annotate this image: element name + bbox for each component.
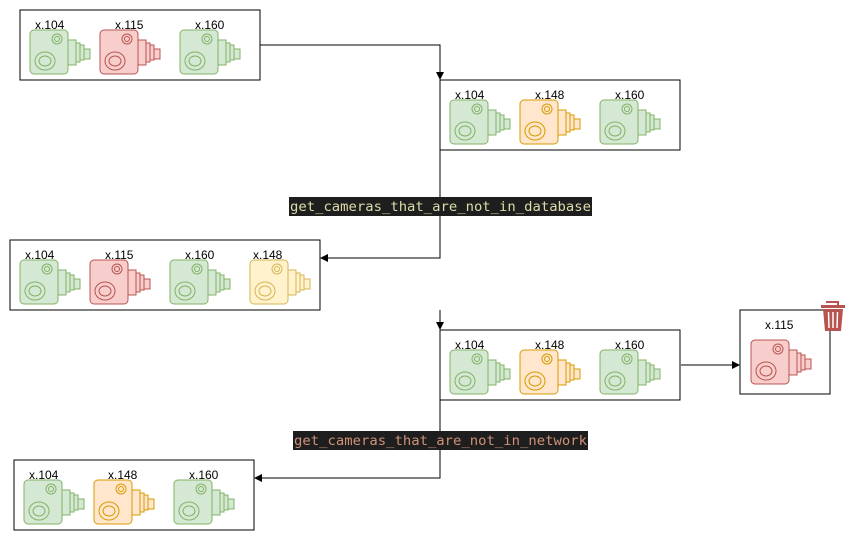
group-fourth: x.104 x.148 x.160 (439, 329, 681, 401)
group-merged: x.104 x.115 x.160 x.148 (9, 239, 321, 311)
camera-icon (93, 479, 155, 525)
camera-item: x.160 (179, 18, 241, 75)
camera-item: x.148 (93, 468, 155, 525)
function-name-network: get_cameras_that_are_not_in_network (294, 434, 587, 449)
connector-second-to-merged (320, 150, 441, 262)
group-top: x.104 x.115 x.160 (19, 9, 261, 81)
function-label-database: get_cameras_that_are_not_in_database (289, 197, 592, 216)
camera-item: x.148 (249, 248, 311, 305)
camera-icon (169, 259, 231, 305)
camera-label: x.148 (253, 248, 283, 262)
camera-label: x.104 (25, 248, 55, 262)
function-label-network: get_cameras_that_are_not_in_network (293, 431, 588, 450)
camera-label: x.148 (535, 88, 565, 102)
camera-item: x.115 (89, 248, 151, 305)
camera-label: x.104 (455, 88, 485, 102)
camera-item: x.104 (19, 248, 81, 305)
camera-item: x.115 (750, 318, 812, 385)
camera-list: x.104 x.148 x.160 (449, 338, 661, 395)
camera-icon (449, 349, 511, 395)
group-final: x.104 x.148 x.160 (13, 459, 255, 531)
connector-top-to-second (260, 44, 444, 80)
camera-icon (519, 349, 581, 395)
camera-label: x.148 (535, 338, 565, 352)
group-removed: x.115 (739, 309, 831, 395)
code-label-bg (293, 431, 588, 450)
camera-item: x.148 (519, 88, 581, 145)
camera-icon (599, 349, 661, 395)
camera-icon (449, 99, 511, 145)
camera-icon (19, 259, 81, 305)
camera-item: x.104 (449, 338, 511, 395)
camera-icon (249, 259, 311, 305)
camera-label: x.160 (195, 18, 225, 32)
camera-list: x.104 x.148 x.160 (449, 88, 661, 145)
connector-fourth-to-final (254, 400, 441, 482)
camera-list: x.104 x.148 x.160 (23, 468, 235, 525)
camera-item: x.160 (169, 248, 231, 305)
camera-item: x.160 (599, 88, 661, 145)
camera-label: x.115 (765, 318, 794, 332)
camera-icon (23, 479, 85, 525)
camera-label: x.160 (189, 468, 219, 482)
camera-item: x.104 (449, 88, 511, 145)
camera-label: x.160 (615, 338, 645, 352)
trash-icon (821, 301, 845, 331)
camera-icon (173, 479, 235, 525)
camera-label: x.160 (185, 248, 215, 262)
camera-item: x.115 (99, 18, 161, 75)
camera-label: x.148 (108, 468, 138, 482)
camera-item: x.104 (23, 468, 85, 525)
camera-icon (89, 259, 151, 305)
camera-icon (599, 99, 661, 145)
camera-list: x.115 (750, 318, 812, 385)
camera-item: x.104 (29, 18, 91, 75)
group-second: x.104 x.148 x.160 (439, 79, 681, 151)
camera-label: x.104 (35, 18, 65, 32)
camera-icon (99, 29, 161, 75)
camera-icon (29, 29, 91, 75)
connectors (254, 44, 740, 482)
camera-label: x.115 (105, 248, 134, 262)
camera-item: x.148 (519, 338, 581, 395)
camera-item: x.160 (599, 338, 661, 395)
function-name-database: get_cameras_that_are_not_in_database (290, 200, 591, 215)
camera-icon (179, 29, 241, 75)
camera-item: x.160 (173, 468, 235, 525)
camera-icon (519, 99, 581, 145)
camera-label: x.104 (29, 468, 59, 482)
camera-label: x.115 (115, 18, 144, 32)
camera-label: x.104 (455, 338, 485, 352)
code-label-bg (289, 197, 592, 216)
camera-label: x.160 (615, 88, 645, 102)
camera-list: x.104 x.115 x.160 x.148 (19, 248, 311, 305)
camera-list: x.104 x.115 x.160 (29, 18, 241, 75)
camera-icon (750, 339, 812, 385)
